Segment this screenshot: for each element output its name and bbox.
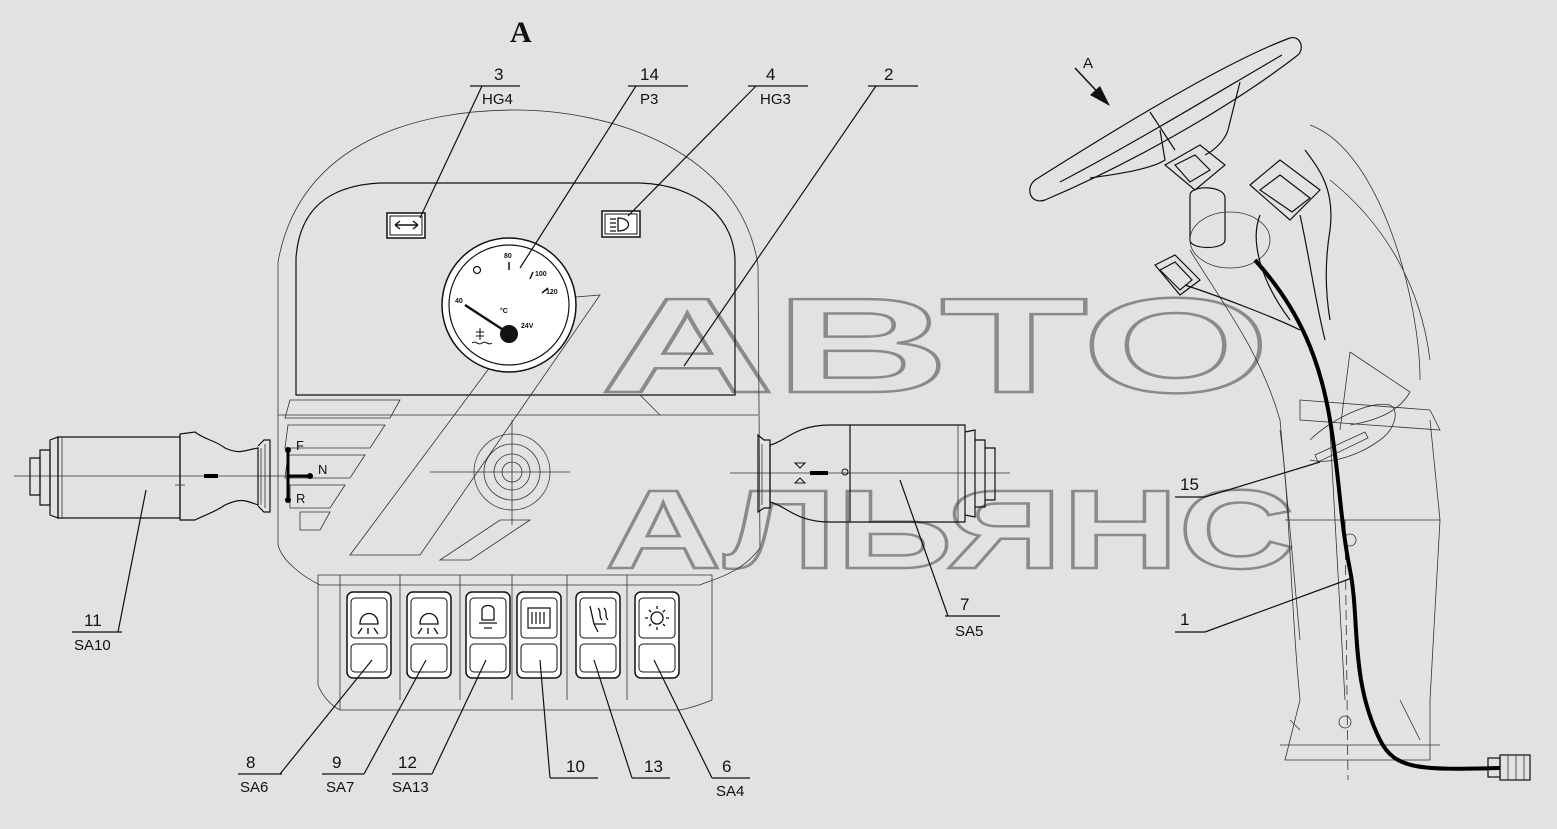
callout-6-code: SA4	[716, 783, 744, 800]
shifter-neutral-label: N	[318, 462, 327, 477]
callout-14-number: 14	[640, 65, 659, 84]
seat-heater-icon	[589, 605, 609, 633]
watermark-line2: АЛЬЯНС	[605, 467, 1295, 592]
callout-9-number: 9	[332, 753, 341, 772]
light-icon	[645, 606, 669, 630]
callout-8-number: 8	[246, 753, 255, 772]
callout-7-code: SA5	[955, 623, 983, 640]
callout-12-number: 12	[398, 753, 417, 772]
callout-11-number: 11	[84, 611, 102, 630]
switch-sa13[interactable]	[465, 591, 511, 679]
callout-13-number: 13	[644, 757, 663, 776]
callout-10-number: 10	[566, 757, 585, 776]
shifter-lever-left: F N R	[14, 431, 327, 521]
callout-11-code: SA10	[74, 637, 111, 654]
switch-lever-right	[730, 424, 1010, 523]
gauge-tick-80: 80	[504, 253, 512, 260]
callout-4-code: HG3	[760, 91, 791, 108]
callout-12-code: SA13	[392, 779, 429, 796]
rear-defrost-icon	[527, 607, 551, 629]
switch-sa4[interactable]	[634, 591, 680, 679]
callout-6-number: 6	[722, 757, 731, 776]
work-light-front-icon	[357, 612, 379, 635]
callout-8-code: SA6	[240, 779, 268, 796]
up-down-arrow-icon	[793, 462, 807, 484]
callout-3-number: 3	[494, 65, 503, 84]
beacon-icon	[479, 604, 497, 629]
view-arrow-label: A	[1083, 55, 1093, 72]
view-label: A	[510, 16, 532, 49]
callout-9-code: SA7	[326, 779, 354, 796]
switch-13[interactable]	[575, 591, 621, 679]
coolant-icon	[471, 328, 493, 345]
steering-assembly: A	[1029, 36, 1531, 781]
shifter-forward-label: F	[296, 438, 304, 453]
switch-sa7[interactable]	[406, 591, 452, 679]
gauge-tick-40: 40	[455, 298, 463, 305]
callouts: 3 HG4 14 P3 4 HG3 2 11 SA10 7 SA5 15 1	[72, 65, 1353, 800]
indicator-hg3	[601, 210, 641, 238]
callout-1-number: 1	[1180, 610, 1189, 629]
watermark: АВТО АЛЬЯНС	[599, 269, 1297, 594]
headlight-icon	[610, 217, 630, 232]
callout-15-number: 15	[1180, 475, 1199, 494]
gauge-voltage: 24V	[521, 323, 534, 330]
shifter-reverse-label: R	[296, 491, 305, 506]
callout-3-code: HG4	[482, 91, 513, 108]
callout-2-number: 2	[884, 65, 893, 84]
switch-buttons	[346, 591, 680, 679]
switch-10[interactable]	[516, 591, 562, 679]
gauge-tick-100: 100	[535, 271, 547, 278]
callout-4-number: 4	[766, 65, 775, 84]
gauge-unit: °C	[500, 307, 508, 315]
callout-14-code: P3	[640, 91, 658, 108]
double-arrow-icon	[394, 220, 419, 230]
gauge-tick-120: 120	[546, 289, 558, 296]
temperature-gauge: 80 100 120 40 °C 24V	[441, 237, 577, 373]
callout-7-number: 7	[960, 595, 969, 614]
work-light-rear-icon	[417, 612, 439, 635]
watermark-line1: АВТО	[600, 270, 1270, 421]
dashboard-outline	[277, 109, 761, 711]
switch-sa6[interactable]	[346, 591, 392, 679]
indicator-hg4	[386, 212, 426, 239]
